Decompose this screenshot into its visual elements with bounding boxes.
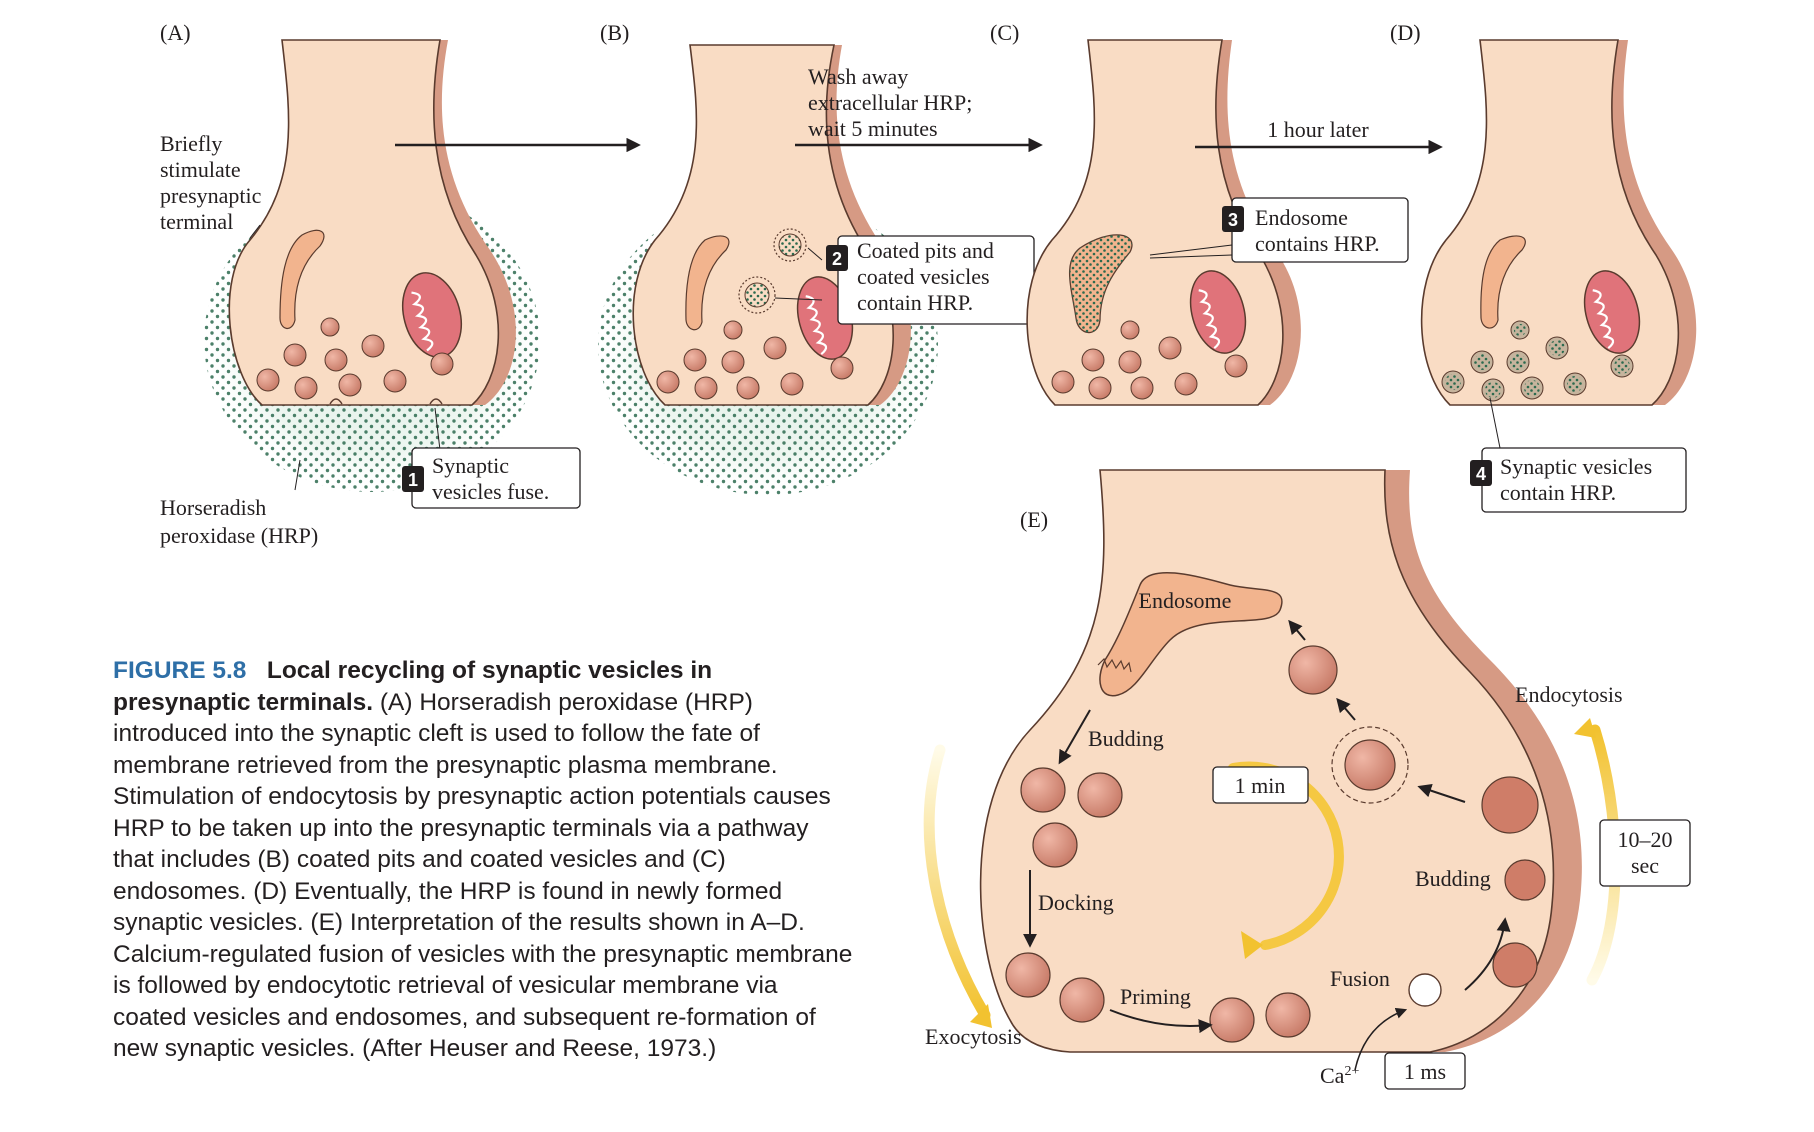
coated-vesicle-b2	[738, 276, 776, 314]
exocytosis-arrow-head	[970, 1004, 992, 1028]
endocytosis-arrow-head	[1574, 718, 1596, 738]
hrp-label: Horseradish peroxidase (HRP)	[160, 495, 318, 548]
terminal-e	[979, 469, 1555, 1053]
stimulate-leader	[249, 224, 261, 239]
endocytosis-label: Endocytosis	[1515, 682, 1623, 707]
panel-e-letter: (E)	[1020, 507, 1048, 532]
docking-label: Docking	[1038, 890, 1114, 915]
coated-vesicle-b1	[773, 228, 807, 262]
endosome-d	[1480, 235, 1526, 329]
panel-c-letter: (C)	[990, 20, 1019, 45]
vesicles-e	[1005, 645, 1338, 1043]
endosome-coat	[1097, 657, 1132, 673]
coated-vesicle-e	[1331, 726, 1409, 804]
priming-label: Priming	[1120, 984, 1191, 1009]
arrow-endocytosis-up	[1464, 917, 1511, 991]
endosome-c-hrp	[1069, 234, 1132, 333]
exocytosis-label: Exocytosis	[925, 1024, 1022, 1049]
wash-away-label: Wash away extracellular HRP; wait 5 minu…	[808, 64, 978, 141]
panel-e: (E) Endosome Budding	[923, 469, 1691, 1090]
endosome-a	[279, 229, 325, 329]
mitochondrion-c	[1189, 270, 1247, 354]
panel-c: (C) Wash away extracellular HRP; wait 5 …	[808, 20, 1443, 406]
hrp-vesicles-d	[1441, 320, 1634, 402]
fusion-label: Fusion	[1330, 966, 1390, 991]
budding-top-label: Budding	[1088, 726, 1164, 751]
panel-a: (A) Briefly stimulate presynaptic termi	[160, 20, 641, 548]
time-cycle-box: 1 min	[1212, 766, 1309, 804]
figure-body: (A) Horseradish peroxidase (HRP) introdu…	[113, 688, 853, 1063]
time-fusion-box: 1 ms	[1384, 1052, 1466, 1090]
arrow-budding-down	[1058, 709, 1091, 765]
budding-right-label: Budding	[1415, 866, 1491, 891]
arrow-calcium	[1354, 1007, 1408, 1071]
figure-number: FIGURE 5.8	[113, 657, 247, 684]
budding-pits-e	[1481, 776, 1546, 988]
hrp-leader	[294, 459, 301, 491]
figure-title: Local recycling of synaptic vesicles in …	[113, 657, 713, 716]
panel-b-letter: (B)	[600, 20, 629, 45]
fusion-pores-a	[329, 398, 443, 405]
svg-text:4: 4	[1476, 464, 1486, 484]
endosome-b	[685, 235, 730, 331]
vesicles-a	[256, 317, 454, 400]
svg-text:1: 1	[408, 470, 418, 490]
arrow-to-endosome	[1288, 619, 1306, 641]
svg-text:2: 2	[832, 249, 842, 269]
arrow-uncoat	[1336, 697, 1356, 721]
cycle-arrow-head	[1241, 931, 1263, 959]
svg-text:1 min: 1 min	[1235, 773, 1286, 798]
arrow-coated-left	[1417, 783, 1466, 803]
panel-b: (B)	[598, 20, 1043, 495]
vesicles-b	[656, 320, 854, 400]
panel-d-letter: (D)	[1390, 20, 1421, 45]
one-hour-label: 1 hour later	[1267, 117, 1369, 142]
panel-a-letter: (A)	[160, 20, 191, 45]
stimulate-label: Briefly stimulate presynaptic terminal	[160, 131, 267, 234]
fusion-pore	[1408, 973, 1442, 1007]
figure-caption: FIGURE 5.8 Local recycling of synaptic v…	[113, 655, 853, 1065]
endosome-label: Endosome	[1139, 588, 1232, 613]
mitochondrion-d	[1583, 270, 1641, 354]
svg-text:3: 3	[1228, 210, 1238, 230]
calcium-label: Ca2+	[1320, 1063, 1359, 1088]
svg-text:1 ms: 1 ms	[1404, 1059, 1446, 1084]
vesicles-c	[1051, 320, 1248, 400]
exocytosis-arrow	[923, 744, 991, 1021]
arrow-priming	[1109, 1009, 1213, 1034]
